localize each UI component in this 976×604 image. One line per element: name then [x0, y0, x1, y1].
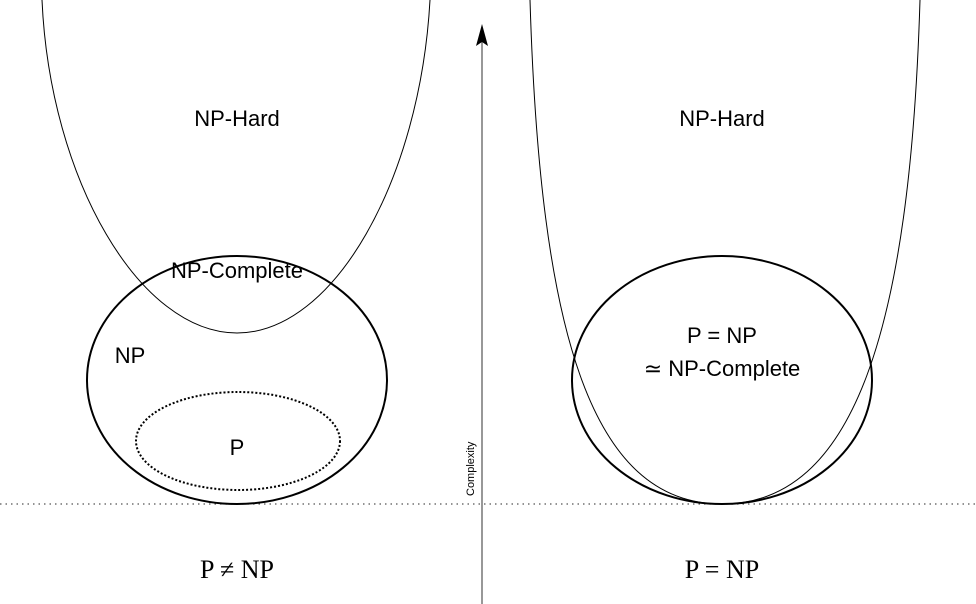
left-p-label: P [230, 435, 245, 460]
left-np-hard-curve [41, 0, 431, 334]
right-p-np-circle [571, 255, 873, 505]
right-np-complete-label: ≃ NP-Complete [644, 356, 801, 381]
left-np-label: NP [115, 343, 146, 368]
axis-label: Complexity [465, 441, 477, 496]
left-p-ellipse [135, 391, 341, 491]
right-caption: P = NP [685, 555, 759, 584]
left-caption: P ≠ NP [200, 555, 274, 584]
right-np-hard-curve [529, 0, 921, 505]
left-np-complete-label: NP-Complete [171, 258, 303, 283]
left-np-circle [86, 255, 388, 505]
axis-arrow-icon [476, 24, 488, 46]
left-np-hard-label: NP-Hard [194, 106, 280, 131]
right-p-equals-np-label: P = NP [687, 323, 757, 348]
right-np-hard-label: NP-Hard [679, 106, 765, 131]
